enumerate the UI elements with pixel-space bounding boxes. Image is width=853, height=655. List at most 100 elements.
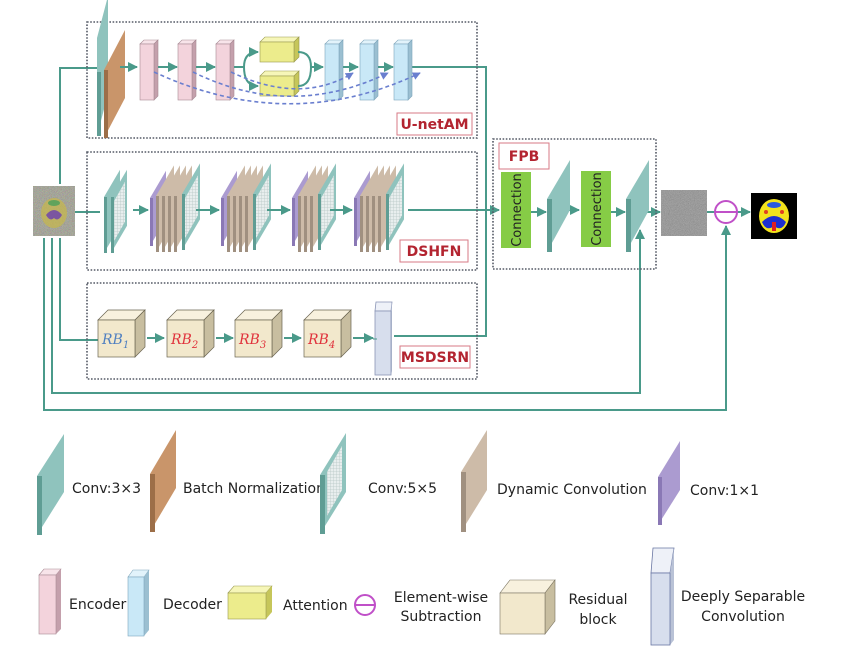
- legend-item-conv3x3: Conv:3×3: [37, 434, 141, 535]
- arrow: [243, 66, 259, 91]
- arrow: [234, 47, 259, 68]
- dshfn-module-box: [86, 151, 478, 271]
- legend-label: Conv:5×5: [368, 481, 437, 497]
- line-unet-out: [412, 66, 487, 212]
- legend: Conv:3×3 Batch Normalization Conv:5×5 Dy…: [37, 430, 805, 646]
- legend-label: Subtraction: [401, 609, 482, 625]
- module-boxes: [86, 21, 657, 380]
- unet-skip-connections: [153, 71, 421, 105]
- element-wise-subtraction: [714, 200, 738, 224]
- fpb-conv3x3-2: [626, 160, 649, 252]
- residual-block-4: RB4: [303, 309, 352, 358]
- dshfn-conv5x5-layer: [253, 163, 271, 250]
- legend-item-encoder: Encoder: [38, 568, 126, 635]
- fpb-conv3x3-1: [547, 160, 570, 252]
- skip-connection-1: [230, 71, 354, 90]
- arrow: [297, 51, 313, 87]
- residual-block-label: RB4: [307, 332, 335, 351]
- legend-label: Element-wise: [394, 590, 488, 606]
- residual-block-label: RB1: [101, 332, 129, 351]
- encoder-block: [177, 39, 197, 101]
- deeply-separable-conv-icon: [650, 547, 675, 646]
- fpb-connection-1: Connection: [501, 172, 531, 248]
- encoder-icon: [38, 568, 62, 635]
- dshfn-conv5x5-layer: [386, 163, 404, 250]
- skip-connection-2: [192, 71, 389, 97]
- legend-label: Conv:1×1: [690, 483, 759, 499]
- residual-block-icon: [499, 579, 556, 635]
- unet-label: U-netAM: [400, 117, 468, 133]
- attention-block: [259, 70, 300, 97]
- dshfn-conv5x5-layer: [182, 163, 200, 250]
- unet-module: U-netAM: [97, 0, 473, 138]
- msdsrn-label: MSDSRN: [401, 350, 469, 366]
- conv5x5-icon: [320, 433, 346, 534]
- dshfn-conv3x3-layer: [111, 169, 127, 253]
- legend-label: Residual: [568, 592, 627, 608]
- fpb-module-box: [492, 138, 657, 270]
- unet-batchnorm-layer: [104, 30, 125, 138]
- decoder-block: [359, 39, 379, 101]
- output-denoised-image: [751, 193, 797, 239]
- legend-label: Convolution: [701, 609, 785, 625]
- legend-item-conv1x1: Conv:1×1: [658, 441, 759, 525]
- residual-block-label: RB2: [170, 332, 198, 351]
- unet-label-box: U-netAM: [396, 112, 473, 136]
- legend-item-batch-norm: Batch Normalization: [150, 430, 325, 532]
- legend-item-residual: Residual block: [499, 579, 628, 635]
- legend-item-dsc: Deeply Separable Convolution: [650, 547, 805, 646]
- dynamic-conv-icon: [461, 430, 487, 532]
- line-input-to-unet: [59, 67, 100, 184]
- predicted-noise-map: [661, 190, 707, 236]
- line-input-to-msdsrn: [59, 238, 100, 341]
- legend-label: Decoder: [163, 597, 222, 613]
- legend-label: Encoder: [69, 597, 126, 613]
- fpb-module: FPB Connection Connection: [498, 142, 649, 252]
- connection-label: Connection: [510, 173, 525, 247]
- legend-item-conv5x5: Conv:5×5: [320, 433, 437, 534]
- input-noisy-image: [33, 186, 75, 236]
- residual-block-3: RB3: [234, 309, 283, 358]
- line-input-skip-subtract: [43, 225, 731, 411]
- unet-module-box: [86, 21, 478, 139]
- legend-label: Deeply Separable: [681, 589, 805, 605]
- legend-item-subtraction: Element-wise Subtraction: [354, 590, 488, 625]
- residual-block-1: RB1: [97, 309, 146, 358]
- decoder-icon: [127, 569, 150, 637]
- encoder-block: [215, 39, 235, 101]
- dshfn-conv5x5-layer: [318, 163, 336, 250]
- dshfn-label-box: DSHFN: [399, 239, 469, 263]
- attention-block: [259, 36, 300, 63]
- legend-label: block: [579, 612, 617, 628]
- residual-block-2: RB2: [166, 309, 215, 358]
- subtraction-icon: [354, 594, 376, 616]
- residual-block-label: RB3: [238, 332, 266, 351]
- msdsrn-label-box: MSDSRN: [399, 345, 471, 369]
- legend-label: Conv:3×3: [72, 481, 141, 497]
- fpb-label-box: FPB: [498, 142, 550, 170]
- encoder-block: [139, 39, 159, 101]
- decoder-block: [393, 39, 413, 101]
- legend-item-decoder: Decoder: [127, 569, 222, 637]
- dshfn-label: DSHFN: [407, 244, 462, 260]
- msdsrn-module: RB1 RB2 RB3 RB4 MSDSRN: [97, 301, 471, 376]
- conv3x3-icon: [37, 434, 64, 535]
- msdsrn-dsc-layer: [374, 301, 393, 376]
- fpb-label: FPB: [509, 149, 540, 165]
- line-msdsrn-out: [394, 212, 487, 337]
- connection-label: Connection: [590, 172, 605, 246]
- line-input-skip-fpb: [51, 229, 645, 394]
- skip-connection-3: [153, 71, 421, 105]
- attention-icon: [227, 585, 273, 620]
- legend-label: Dynamic Convolution: [497, 482, 647, 498]
- legend-label: Batch Normalization: [183, 481, 325, 497]
- fpb-connection-2: Connection: [581, 171, 611, 247]
- legend-item-dynamic-conv: Dynamic Convolution: [461, 430, 647, 532]
- conv1x1-icon: [658, 441, 680, 525]
- batch-norm-icon: [150, 430, 176, 532]
- dshfn-module: DSHFN: [104, 163, 469, 263]
- decoder-block: [324, 39, 344, 101]
- legend-label: Attention: [283, 598, 348, 614]
- legend-item-attention: Attention: [227, 585, 348, 620]
